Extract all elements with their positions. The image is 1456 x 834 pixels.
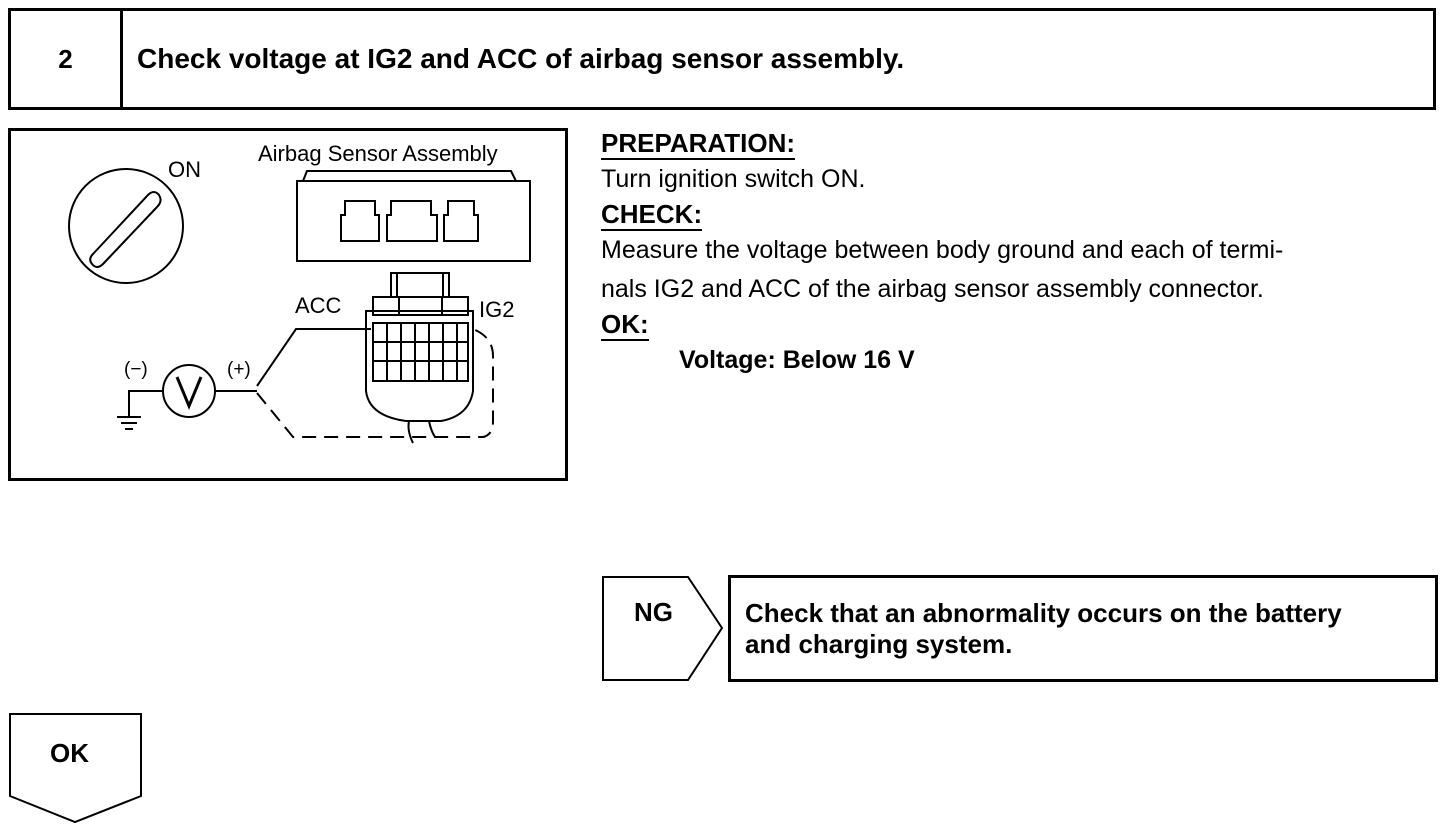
ok-spec: Voltage: Below 16 V (679, 346, 915, 374)
ok-label: OK (50, 738, 89, 768)
on-label: ON (168, 157, 201, 182)
plus-label: (+) (227, 359, 251, 380)
ng-text-line-1: Check that an abnormality occurs on the … (745, 598, 1342, 628)
ng-arrow-icon (602, 576, 724, 681)
terminal-grid (372, 322, 469, 382)
preparation-text: Turn ignition switch ON. (601, 165, 866, 193)
assembly-label: Airbag Sensor Assembly (258, 141, 498, 166)
ng-text-line-2: and charging system. (745, 629, 1013, 659)
assembly-bracket (302, 170, 517, 182)
socket-icon (386, 200, 438, 242)
check-text-line-2: nals IG2 and ACC of the airbag sensor as… (601, 275, 1264, 303)
check-heading: CHECK: (601, 199, 703, 231)
wiring-figure: ON Airbag Sensor Assembly ACC IG2 (−) (+… (8, 128, 568, 481)
ok-arrow-icon (9, 713, 142, 824)
minus-label: (−) (124, 359, 148, 380)
socket-icon (340, 200, 380, 242)
step-number: 2 (11, 11, 123, 107)
sensor-assembly-icon (296, 180, 531, 262)
ng-label: NG (634, 597, 673, 627)
step-header: 2 Check voltage at IG2 and ACC of airbag… (8, 8, 1436, 110)
ok-heading: OK: (601, 309, 649, 341)
preparation-heading: PREPARATION: (601, 128, 796, 160)
acc-label: ACC (295, 293, 342, 318)
check-text-line-1: Measure the voltage between body ground … (601, 236, 1284, 264)
instructions: PREPARATION: Turn ignition switch ON. CH… (601, 128, 1441, 379)
ignition-switch-icon (68, 168, 184, 284)
circuit-diagram (68, 168, 531, 444)
step-title: Check voltage at IG2 and ACC of airbag s… (137, 43, 905, 74)
socket-icon (443, 200, 479, 242)
ng-action-box: Check that an abnormality occurs on the … (728, 575, 1438, 682)
ig2-label: IG2 (479, 297, 515, 322)
harness-connector-icon (365, 310, 474, 422)
ignition-key-icon (89, 191, 162, 268)
